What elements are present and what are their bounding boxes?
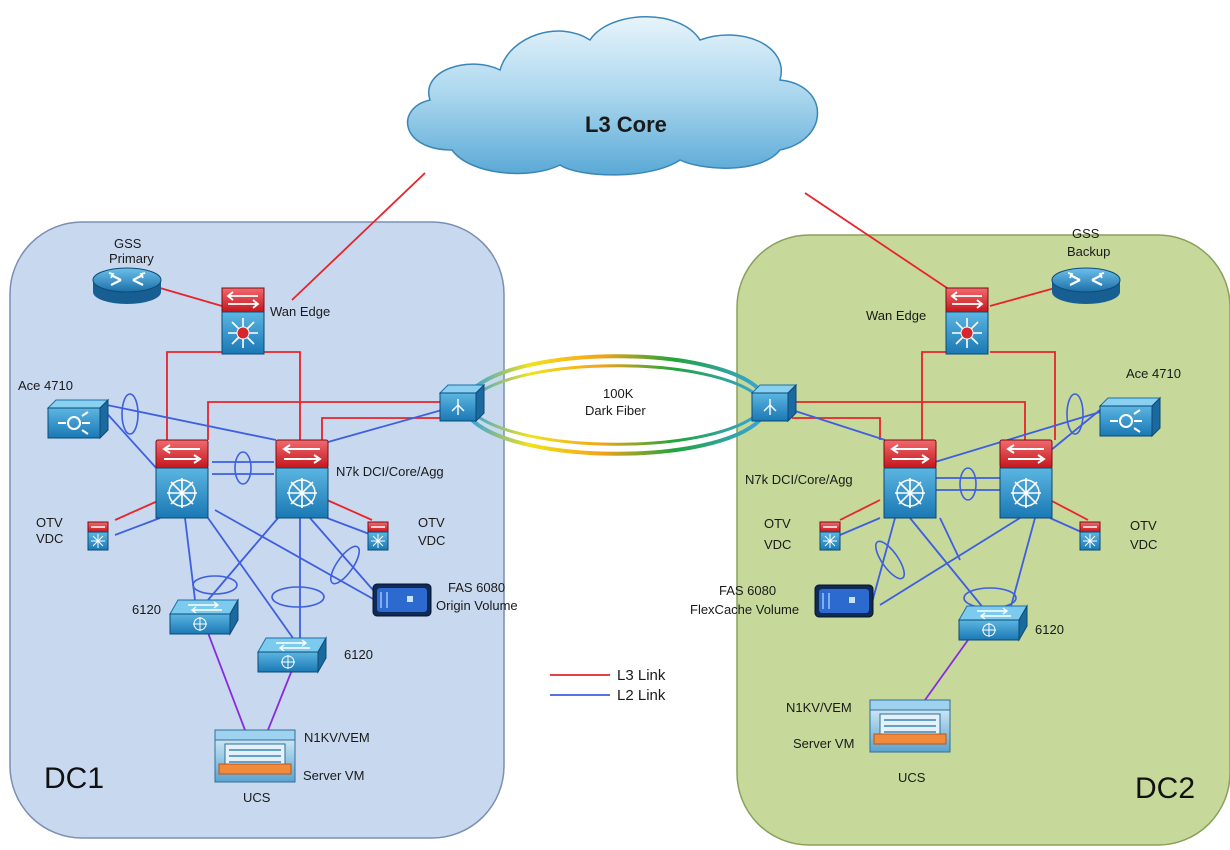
legend-l2-label: L2 Link: [617, 687, 666, 704]
dc1-fas-storage: [372, 583, 432, 617]
dc1-fas-line2: Origin Volume: [436, 598, 518, 613]
dc2-otv-b-icon: [1079, 521, 1101, 551]
dc2-n7k-b: [999, 439, 1053, 519]
dc1-ace-icon: [47, 399, 109, 439]
dc1-fas-line1: FAS 6080: [448, 580, 505, 595]
legend: L3 Link L2 Link: [550, 667, 666, 704]
l3-core-label: L3 Core: [585, 112, 667, 137]
dc2-fas-storage: [814, 584, 874, 618]
dc2-wan-edge-switch: [945, 287, 989, 355]
dc1-wan-edge-switch: [221, 287, 265, 355]
dc1-otv-b-line2: VDC: [418, 533, 445, 548]
dc1-bundles: [121, 393, 361, 608]
dc1-dci-switch: [439, 384, 485, 422]
dc2-gss-router: [1050, 266, 1122, 306]
dc2-server-vm-label: Server VM: [793, 736, 854, 751]
dc1-gss-line1: GSS: [114, 236, 142, 251]
dc1-otv-b-icon: [367, 521, 389, 551]
dc1-n7k-b: [275, 439, 329, 519]
dc2-otv-a-line2: VDC: [764, 537, 791, 552]
dc1-ucs-chassis: [214, 729, 296, 783]
dc1-gss-router: [91, 266, 163, 306]
dc2-n1kv-label: N1KV/VEM: [786, 700, 852, 715]
dc1-n7k-label: N7k DCI/Core/Agg: [336, 464, 444, 479]
dc2-fas-line1: FAS 6080: [719, 583, 776, 598]
dc2-ace-icon: [1099, 397, 1161, 437]
fiber-line2: Dark Fiber: [585, 403, 646, 418]
dc1-otv-a-icon: [87, 521, 109, 551]
legend-l3-label: L3 Link: [617, 667, 666, 684]
dc2-n7k-label: N7k DCI/Core/Agg: [745, 472, 853, 487]
dc1-otv-a-line1: OTV: [36, 515, 63, 530]
dc2-otv-b-line2: VDC: [1130, 537, 1157, 552]
dc1-ucs-label: UCS: [243, 790, 271, 805]
dc2-name: DC2: [1135, 772, 1195, 805]
dc2-gss-line1: GSS: [1072, 226, 1100, 241]
dark-fiber-link: [470, 354, 762, 456]
dc2-dci-switch: [751, 384, 797, 422]
l3-core-cloud: L3 Core: [406, 16, 819, 176]
dc2-wan-edge-label: Wan Edge: [866, 308, 926, 323]
dc1-n1kv-label: N1KV/VEM: [304, 730, 370, 745]
dc1-fi-b-label: 6120: [344, 647, 373, 662]
dc1-region: [9, 221, 505, 839]
dc1-fi-a: [169, 599, 239, 635]
dc1-otv-b-line1: OTV: [418, 515, 445, 530]
dc1-fi-b: [257, 637, 327, 673]
dc1-links: [101, 172, 443, 731]
dc2-ucs-chassis: [869, 699, 951, 753]
dc2-otv-a-icon: [819, 521, 841, 551]
dc1-fi-a-label: 6120: [132, 602, 161, 617]
fiber-line1: 100K: [603, 386, 634, 401]
dc1-ace-label: Ace 4710: [18, 378, 73, 393]
dc1-gss-line2: Primary: [109, 251, 154, 266]
dc2-otv-b-line1: OTV: [1130, 518, 1157, 533]
dc2-fas-line2: FlexCache Volume: [690, 602, 799, 617]
dc1-name: DC1: [44, 762, 104, 795]
dc1-wan-edge-label: Wan Edge: [270, 304, 330, 319]
dc2-n7k-a: [883, 439, 937, 519]
dc2-fi: [958, 605, 1028, 641]
dc2-gss-line2: Backup: [1067, 244, 1110, 259]
dc2-ace-label: Ace 4710: [1126, 366, 1181, 381]
dc1-otv-a-line2: VDC: [36, 531, 63, 546]
dc2-ucs-label: UCS: [898, 770, 926, 785]
dc2-fi-label: 6120: [1035, 622, 1064, 637]
dc1-server-vm-label: Server VM: [303, 768, 364, 783]
dc1-n7k-a: [155, 439, 209, 519]
dc2-otv-a-line1: OTV: [764, 516, 791, 531]
